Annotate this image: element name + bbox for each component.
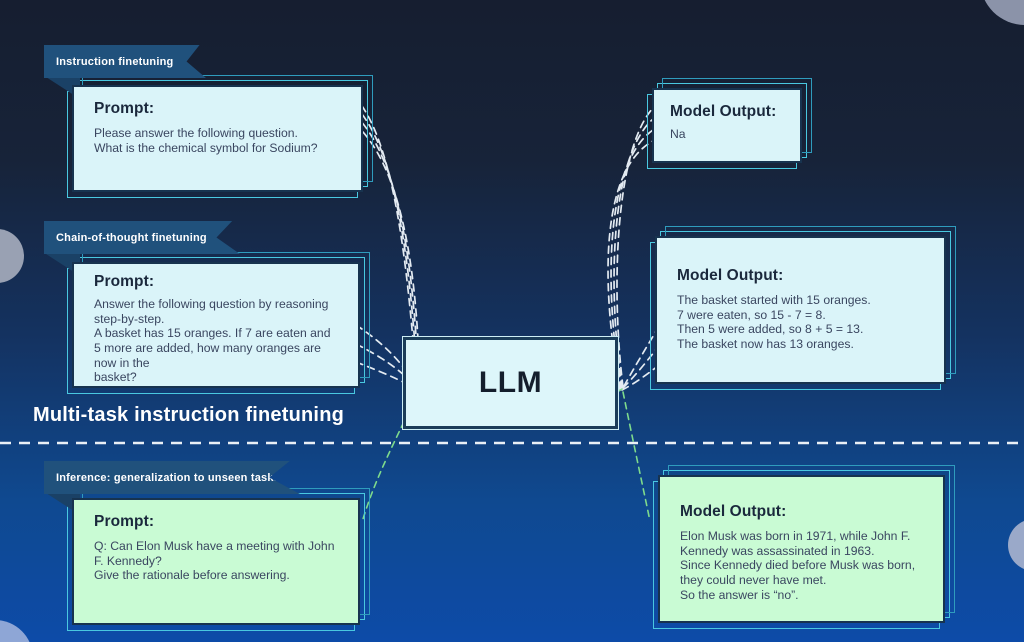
llm-box: LLM [402,336,619,430]
banner-label: Chain-of-thought finetuning [56,231,207,244]
card-text-line: 5 more are added, how many oranges are [94,340,321,355]
prompt-card-instruction: Prompt: Please answer the following ques… [72,85,363,192]
card-text-line: now in the [94,355,150,370]
card-text-line: Please answer the following question. [94,126,298,140]
card-text-line: Give the rationale before answering. [94,568,290,583]
section-heading: Multi-task instruction finetuning [33,404,345,426]
card-text-line: F. Kennedy? [94,553,162,568]
output-card-inference: Model Output: Elon Musk was born in 1971… [658,475,945,623]
card-text-line: they could never have met. [680,572,827,587]
banner-label: Instruction finetuning [56,55,174,68]
card-title: Model Output: [670,103,777,120]
card-title: Prompt: [94,513,155,530]
output-card-chain-of-thought: Model Output: The basket started with 15… [655,236,946,384]
card-text-line: The basket now has 13 oranges. [677,336,854,351]
card-title: Model Output: [680,503,787,520]
card-text-line: Kennedy was assassinated in 1963. [680,543,875,558]
card-text-line: Q: Can Elon Musk have a meeting with Joh… [94,539,335,553]
banner-label: Inference: generalization to unseen task… [56,471,280,484]
prompt-card-chain-of-thought: Prompt: Answer the following question by… [72,262,360,388]
banner-inference-generalization: Inference: generalization to unseen task… [44,461,300,494]
card-text-line: The basket started with 15 oranges. [677,293,871,307]
card-text-line: 7 were eaten, so 15 - 7 = 8. [677,307,826,322]
card-title: Model Output: [677,267,784,284]
decorative-circle-right [1008,519,1024,571]
llm-label: LLM [478,366,543,399]
card-text-line: Na [670,127,686,141]
card-text-line: So the answer is “no”. [680,587,799,602]
card-text-line: A basket has 15 oranges. If 7 are eaten … [94,326,331,341]
card-title: Prompt: [94,273,155,290]
card-text-line: basket? [94,370,137,385]
card-text-line: Then 5 were added, so 8 + 5 = 13. [677,322,864,337]
card-text-line: Answer the following question by reasoni… [94,297,329,311]
card-title: Prompt: [94,100,155,117]
card-text-line: Since Kennedy died before Musk was born, [680,558,916,573]
card-text-line: Elon Musk was born in 1971, while John F… [680,529,911,543]
banner-chain-of-thought-finetuning: Chain-of-thought finetuning [44,221,240,254]
banner-instruction-finetuning: Instruction finetuning [44,45,206,78]
card-text-line: step-by-step. [94,311,165,326]
prompt-card-inference: Prompt: Q: Can Elon Musk have a meeting … [72,498,360,625]
card-text-line: What is the chemical symbol for Sodium? [94,140,318,155]
output-card-instruction: Model Output: Na [652,88,802,163]
